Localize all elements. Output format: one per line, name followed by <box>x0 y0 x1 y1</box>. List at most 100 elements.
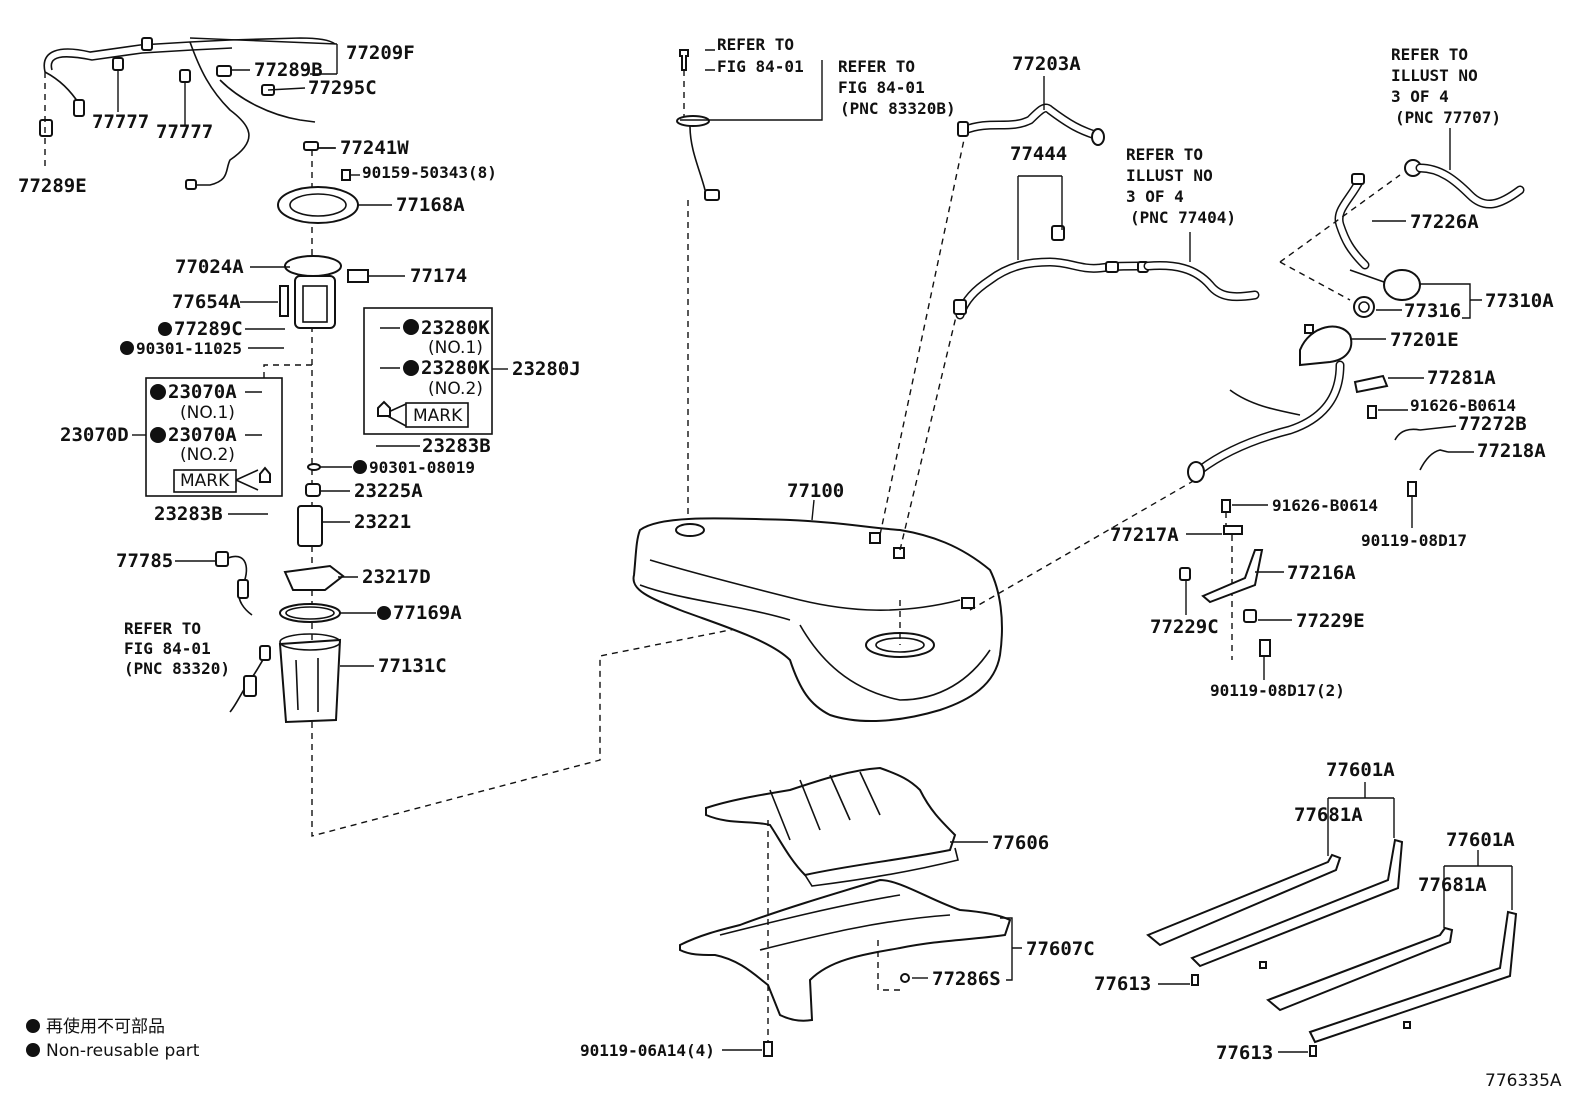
label-90301-11025[interactable]: 90301-11025 <box>136 339 242 358</box>
label-77289C[interactable]: 77289C <box>174 318 243 340</box>
label-77654A[interactable]: 77654A <box>172 291 241 313</box>
clip-77286S[interactable] <box>900 973 910 983</box>
label-77131C[interactable]: 77131C <box>378 655 447 677</box>
screw-90159[interactable] <box>341 169 351 181</box>
label-90119-08D17-2[interactable]: 90119-08D17(2) <box>1210 681 1345 700</box>
bolt-90119-08D17[interactable] <box>1407 481 1417 497</box>
clip-77272B[interactable] <box>1394 428 1421 441</box>
label-23217D[interactable]: 23217D <box>362 566 431 588</box>
bracket-77216A[interactable] <box>1201 549 1264 604</box>
hose-77444[interactable] <box>953 225 1149 320</box>
label-77444[interactable]: 77444 <box>1010 143 1067 165</box>
label-77226A[interactable]: 77226A <box>1410 211 1479 233</box>
label-77289B[interactable]: 77289B <box>254 59 323 81</box>
label-77174[interactable]: 77174 <box>410 265 467 287</box>
strap-set-a[interactable] <box>1146 838 1404 969</box>
label-23280K-1[interactable]: 23280K <box>421 317 490 339</box>
ref-fig84-c-line3: (PNC 83320) <box>124 659 230 678</box>
label-77201E[interactable]: 77201E <box>1390 329 1459 351</box>
bracket-77281A[interactable] <box>1353 374 1389 394</box>
hose-77226A[interactable] <box>1334 173 1370 270</box>
bracket-77174[interactable] <box>347 269 369 283</box>
bolt-91626-b[interactable] <box>1221 499 1231 513</box>
label-77601A-a[interactable]: 77601A <box>1326 759 1395 781</box>
label-77286S[interactable]: 77286S <box>932 968 1001 990</box>
label-77024A[interactable]: 77024A <box>175 256 244 278</box>
label-23280K-2[interactable]: 23280K <box>421 357 490 379</box>
label-77777-a[interactable]: 77777 <box>92 111 149 133</box>
label-77218A[interactable]: 77218A <box>1477 440 1546 462</box>
label-23070A-1[interactable]: 23070A <box>168 381 237 403</box>
ref-77404-line3: 3 OF 4 <box>1126 187 1184 206</box>
filler-pipe-77201E[interactable] <box>1187 324 1353 483</box>
fuel-pump-23221[interactable] <box>297 505 323 547</box>
sub-tank-77131C[interactable] <box>278 638 342 724</box>
fuel-cap-77310A[interactable] <box>1349 269 1421 318</box>
hose-77203A[interactable] <box>957 103 1105 146</box>
clip-77229E[interactable] <box>1243 609 1257 623</box>
dash-77226A <box>1279 174 1401 301</box>
spring-77654A[interactable] <box>279 285 289 317</box>
fuel-gauge-cap-77024A[interactable] <box>284 255 342 277</box>
bolt-77613-a[interactable] <box>1191 974 1199 986</box>
label-23280J[interactable]: 23280J <box>512 358 581 380</box>
label-91626-B0614-b[interactable]: 91626-B0614 <box>1272 496 1378 515</box>
pump-bracket-23217D[interactable] <box>283 564 345 591</box>
label-77169A[interactable]: 77169A <box>393 602 462 624</box>
label-77310A[interactable]: 77310A <box>1485 290 1554 312</box>
clip-77229C[interactable] <box>1179 567 1191 581</box>
label-91626-B0614-a[interactable]: 91626-B0614 <box>1410 396 1516 415</box>
label-77229E[interactable]: 77229E <box>1296 610 1365 632</box>
label-77316[interactable]: 77316 <box>1404 300 1461 322</box>
label-77607C[interactable]: 77607C <box>1026 938 1095 960</box>
label-23283B-a[interactable]: 23283B <box>422 435 491 457</box>
label-77272B[interactable]: 77272B <box>1458 413 1527 435</box>
clip-77217A[interactable] <box>1223 525 1243 535</box>
part-77241W[interactable] <box>303 141 319 151</box>
label-90119-06A14[interactable]: 90119-06A14(4) <box>580 1041 715 1060</box>
strap-set-b[interactable] <box>1266 910 1518 1044</box>
label-90119-08D17[interactable]: 90119-08D17 <box>1361 531 1467 550</box>
label-77613-b[interactable]: 77613 <box>1216 1042 1273 1064</box>
label-23070A-2[interactable]: 23070A <box>168 424 237 446</box>
label-77209F[interactable]: 77209F <box>346 42 415 64</box>
protector-77606[interactable] <box>705 766 959 887</box>
label-77241W[interactable]: 77241W <box>340 137 409 159</box>
label-77281A[interactable]: 77281A <box>1427 367 1496 389</box>
label-90159-50343[interactable]: 90159-50343(8) <box>362 163 497 182</box>
label-77601A-b[interactable]: 77601A <box>1446 829 1515 851</box>
bolt-90119-06A14[interactable] <box>763 1041 773 1057</box>
label-90301-08019[interactable]: 90301-08019 <box>369 458 475 477</box>
pump-assembly[interactable] <box>294 275 336 329</box>
sender-gauge-77785[interactable] <box>215 551 253 616</box>
fuel-tank-77100[interactable] <box>632 517 1003 722</box>
bolt-90119-08D17-2[interactable] <box>1259 639 1271 657</box>
label-77606[interactable]: 77606 <box>992 832 1049 854</box>
clip-77218A[interactable] <box>1419 449 1449 471</box>
label-77100[interactable]: 77100 <box>787 480 844 502</box>
label-77613-a[interactable]: 77613 <box>1094 973 1151 995</box>
label-77229C[interactable]: 77229C <box>1150 616 1219 638</box>
label-77216A[interactable]: 77216A <box>1287 562 1356 584</box>
bolt-91626-a[interactable] <box>1367 405 1377 419</box>
label-77681A-a[interactable]: 77681A <box>1294 804 1363 826</box>
label-77777-b[interactable]: 77777 <box>156 121 213 143</box>
protector-77607C[interactable] <box>679 878 1012 1022</box>
cushion-23225A[interactable] <box>305 483 321 497</box>
label-23283B-b[interactable]: 23283B <box>154 503 223 525</box>
non-reusable-marker <box>403 360 419 376</box>
label-77203A[interactable]: 77203A <box>1012 53 1081 75</box>
label-77681A-b[interactable]: 77681A <box>1418 874 1487 896</box>
mark-label-1: MARK <box>413 406 463 426</box>
label-77295C[interactable]: 77295C <box>308 77 377 99</box>
label-23221[interactable]: 23221 <box>354 511 411 533</box>
label-77168A[interactable]: 77168A <box>396 194 465 216</box>
label-23225A[interactable]: 23225A <box>354 480 423 502</box>
oring-90301-08019[interactable] <box>307 463 321 471</box>
ref-fig84-c-line1: REFER TO <box>124 619 201 638</box>
label-77785[interactable]: 77785 <box>116 550 173 572</box>
label-23070D[interactable]: 23070D <box>60 424 129 446</box>
label-77289E[interactable]: 77289E <box>18 175 87 197</box>
bolt-77613-b[interactable] <box>1309 1045 1317 1057</box>
label-77217A[interactable]: 77217A <box>1110 524 1179 546</box>
